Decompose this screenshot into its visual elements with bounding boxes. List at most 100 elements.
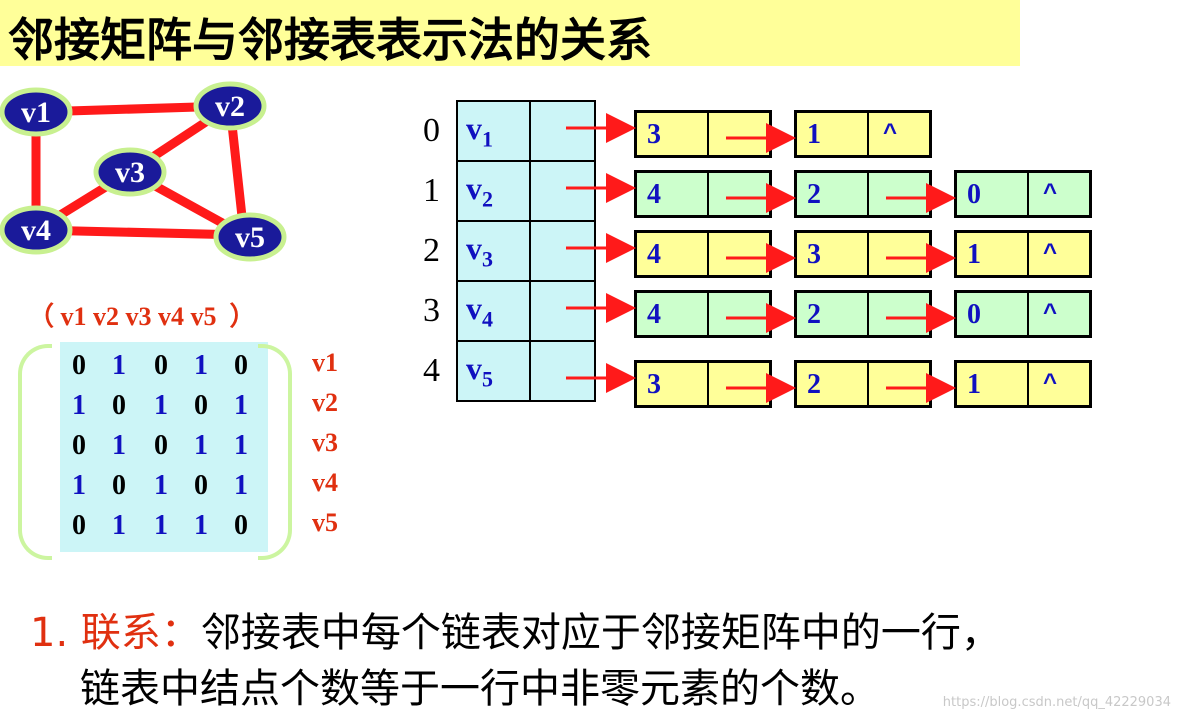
matrix-column-header: （ v1 v2 v3 v4 v5 ）: [28, 302, 256, 331]
vertex-index: 4: [423, 352, 440, 389]
vertex-v5: v5: [213, 212, 287, 262]
node-next: [869, 173, 929, 215]
matrix-cell: 0: [234, 510, 248, 541]
matrix-left-bracket: [18, 344, 52, 560]
adjacency-matrix: [60, 342, 268, 552]
matrix-cell: 0: [72, 510, 86, 541]
vertex-label: v1: [21, 96, 51, 129]
matrix-cell: 1: [112, 350, 126, 381]
head-pointer-cell: [529, 160, 596, 222]
vertex-subscript: 3: [482, 246, 493, 272]
head-vertex-cell: v1: [456, 100, 531, 162]
node-data: 0: [957, 293, 1029, 335]
matrix-right-bracket: [258, 344, 292, 560]
note-line-1: 1. 联系：邻接表中每个链表对应于邻接矩阵中的一行，: [30, 600, 1001, 658]
head-row: v1: [456, 100, 596, 162]
node-next: ^: [883, 119, 898, 146]
head-pointer-cell: [529, 220, 596, 282]
vertex-label: v3: [115, 156, 145, 189]
title-bar: 邻接矩阵与邻接表表示法的关系: [0, 0, 1020, 67]
matrix-cell: 0: [154, 350, 168, 381]
note-number: 1.: [30, 610, 69, 656]
matrix-cell: 0: [72, 430, 86, 461]
matrix-row-label: v1: [312, 348, 338, 377]
matrix-cell: 1: [154, 470, 168, 501]
node-next: ^: [1043, 239, 1058, 266]
node-next: [709, 233, 769, 275]
matrix-cell: 1: [112, 430, 126, 461]
list-node: 3: [634, 360, 772, 408]
matrix-cell: 1: [194, 350, 208, 381]
matrix-cell: 1: [154, 390, 168, 421]
node-next: ^: [1043, 179, 1058, 206]
list-node: 2: [794, 170, 932, 218]
head-vertex-cell: v4: [456, 280, 531, 342]
node-data: 4: [637, 293, 709, 335]
node-data: 1: [957, 363, 1029, 405]
vertex-label: v5: [235, 221, 265, 254]
list-node: 0^: [954, 290, 1092, 338]
node-data: 0: [957, 173, 1029, 215]
list-node: 4: [634, 230, 772, 278]
vertex-subscript: 2: [482, 186, 493, 212]
list-node: 2: [794, 290, 932, 338]
list-node: 1^: [954, 230, 1092, 278]
vertex-v1: v1: [0, 87, 73, 137]
node-next: ^: [1043, 299, 1058, 326]
vertex-label: v2: [215, 90, 245, 123]
head-row: v4: [456, 280, 596, 342]
list-node: 1^: [794, 110, 932, 158]
node-data: 1: [957, 233, 1029, 275]
head-vertex-cell: v2: [456, 160, 531, 222]
watermark: https://blog.csdn.net/qq_42229034: [942, 695, 1171, 710]
matrix-cell: 1: [194, 510, 208, 541]
vertex-subscript: 4: [482, 306, 493, 332]
list-node: 2: [794, 360, 932, 408]
matrix-row-label: v4: [312, 468, 338, 497]
matrix-cell: 0: [112, 390, 126, 421]
matrix-cell: 0: [154, 430, 168, 461]
matrix-row-label: v2: [312, 388, 338, 417]
vertex-v4: v4: [0, 205, 73, 255]
node-data: 3: [637, 113, 709, 155]
node-data: 1: [797, 113, 869, 155]
matrix-cell: 1: [194, 430, 208, 461]
matrix-row-label: v3: [312, 428, 338, 457]
note-text-2: 链表中结点个数等于一行中非零元素的个数。: [80, 666, 880, 712]
head-row: v3: [456, 220, 596, 282]
node-data: 3: [797, 233, 869, 275]
node-next: [709, 293, 769, 335]
node-data: 2: [797, 293, 869, 335]
matrix-cell: 0: [194, 390, 208, 421]
vertex-index: 1: [423, 172, 440, 209]
matrix-cell: 1: [72, 470, 86, 501]
matrix-cell: 1: [112, 510, 126, 541]
matrix-cell: 0: [234, 350, 248, 381]
list-node: 4: [634, 290, 772, 338]
list-node: 1^: [954, 360, 1092, 408]
node-next: [869, 293, 929, 335]
node-next: [709, 173, 769, 215]
list-node: 0^: [954, 170, 1092, 218]
vertex-index: 2: [423, 232, 440, 269]
note-line-2: 链表中结点个数等于一行中非零元素的个数。: [80, 656, 880, 714]
node-next: ^: [1043, 369, 1058, 396]
node-data: 2: [797, 363, 869, 405]
matrix-cell: 1: [72, 390, 86, 421]
list-node: 4: [634, 170, 772, 218]
vertex-index: 3: [423, 292, 440, 329]
head-vertex-cell: v5: [456, 340, 531, 402]
head-row: v2: [456, 160, 596, 222]
matrix-cell: 1: [234, 470, 248, 501]
node-next: [709, 363, 769, 405]
matrix-row-label: v5: [312, 508, 338, 537]
vertex-v3: v3: [93, 147, 167, 197]
list-node: 3: [794, 230, 932, 278]
note-text-1: 邻接表中每个链表对应于邻接矩阵中的一行，: [200, 610, 1001, 656]
node-next: [869, 233, 929, 275]
node-data: 2: [797, 173, 869, 215]
head-pointer-cell: [529, 280, 596, 342]
node-data: 3: [637, 363, 709, 405]
head-pointer-cell: [529, 340, 596, 402]
